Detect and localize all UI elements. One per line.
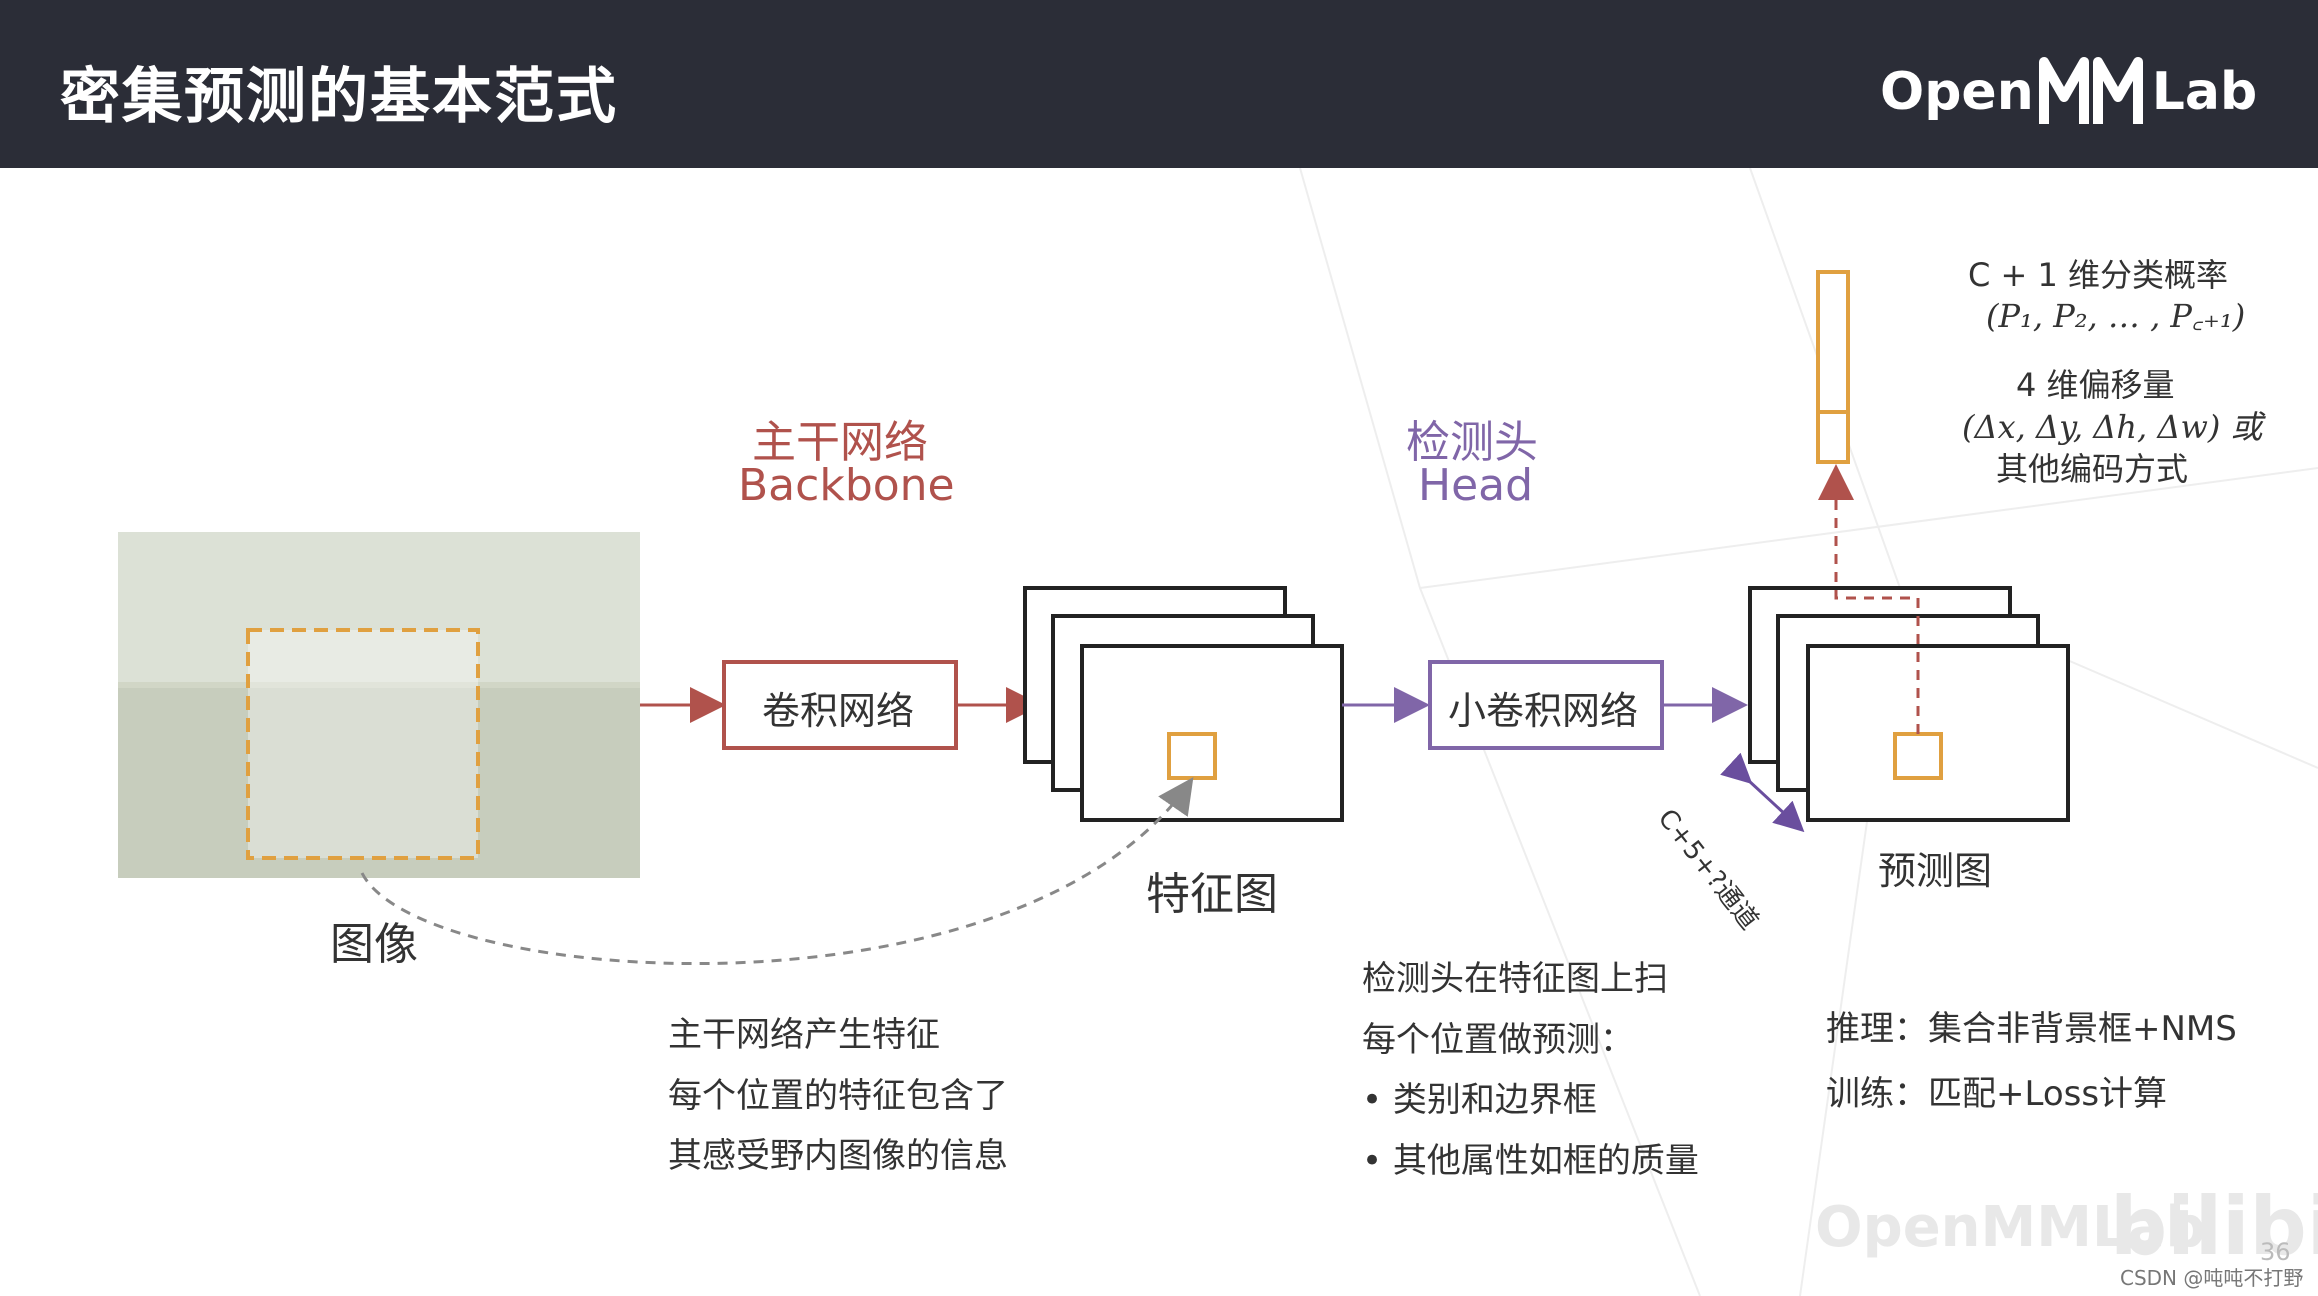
backbone-title-cn: 主干网络 bbox=[752, 417, 928, 468]
output-class-line1: C + 1 维分类概率 bbox=[1968, 256, 2229, 294]
output-offset-line2: (Δx, Δy, Δh, Δw) 或 bbox=[1962, 408, 2263, 446]
logo-text-open: Open bbox=[1880, 62, 2034, 122]
prediction-label: 预测图 bbox=[1878, 849, 1993, 893]
header-bar bbox=[0, 0, 2318, 168]
head-title-en: Head bbox=[1418, 460, 1534, 511]
head-box bbox=[1428, 660, 1664, 750]
backbone-note-line: 主干网络产生特征 bbox=[668, 1015, 940, 1055]
diagram-canvas bbox=[118, 168, 2318, 1296]
receptive-field-curve bbox=[360, 777, 1194, 966]
inference-note: 推理：集合非背景框+NMS bbox=[1826, 1009, 2237, 1049]
logo-mm-mark bbox=[2038, 57, 2143, 124]
input-image bbox=[118, 532, 640, 878]
infer-train-notes: 推理：集合非背景框+NMS 训练：匹配+Loss计算 bbox=[1826, 1008, 2237, 1115]
backbone-title-en: Backbone bbox=[738, 460, 955, 511]
backbone-notes: 主干网络产生特征 每个位置的特征包含了 其感受野内图像的信息 bbox=[668, 1014, 1008, 1178]
head-box-label: 小卷积网络 bbox=[1448, 689, 1639, 733]
openmmlab-logo: Open Lab bbox=[1880, 52, 2257, 132]
head-title-cn: 检测头 bbox=[1406, 417, 1538, 468]
head-note-line: • 类别和边界框 bbox=[1362, 1080, 1597, 1120]
image-label: 图像 bbox=[330, 919, 418, 970]
page-number: 36 bbox=[2260, 1238, 2291, 1266]
head-notes: 检测头在特征图上扫 每个位置做预测： • 类别和边界框 • 其他属性如框的质量 bbox=[1362, 958, 1699, 1182]
output-offset-line1: 4 维偏移量 bbox=[2016, 366, 2175, 404]
training-note: 训练：匹配+Loss计算 bbox=[1826, 1073, 2168, 1114]
output-vector bbox=[1816, 270, 1850, 464]
feature-map-label: 特征图 bbox=[1146, 869, 1278, 920]
backbone-box-label: 卷积网络 bbox=[762, 689, 915, 733]
csdn-credit: CSDN @吨吨不打野 bbox=[2120, 1266, 2304, 1290]
channel-depth-arrow bbox=[1720, 752, 1805, 833]
head-note-line: 检测头在特征图上扫 bbox=[1362, 959, 1668, 999]
slide-title: 密集预测的基本范式 bbox=[60, 62, 618, 132]
logo-text-lab: Lab bbox=[2151, 62, 2258, 122]
watermark-openmmlab: OpenMMLab bbox=[1815, 1195, 2206, 1260]
feature-map-stack bbox=[1023, 586, 1344, 822]
prediction-map-stack bbox=[1748, 586, 2070, 822]
head-note-line: 每个位置做预测： bbox=[1362, 1019, 1634, 1060]
backbone-note-line: 每个位置的特征包含了 bbox=[668, 1075, 1008, 1116]
output-offset-line3: 其他编码方式 bbox=[1996, 450, 2189, 488]
output-class-line2: (P₁, P₂, … , P꜀₊₁) bbox=[1986, 297, 2246, 335]
head-note-line: • 其他属性如框的质量 bbox=[1362, 1140, 1699, 1181]
backbone-note-line: 其感受野内图像的信息 bbox=[668, 1136, 1008, 1176]
watermark-bilibili: bilibili bbox=[2110, 1180, 2318, 1273]
